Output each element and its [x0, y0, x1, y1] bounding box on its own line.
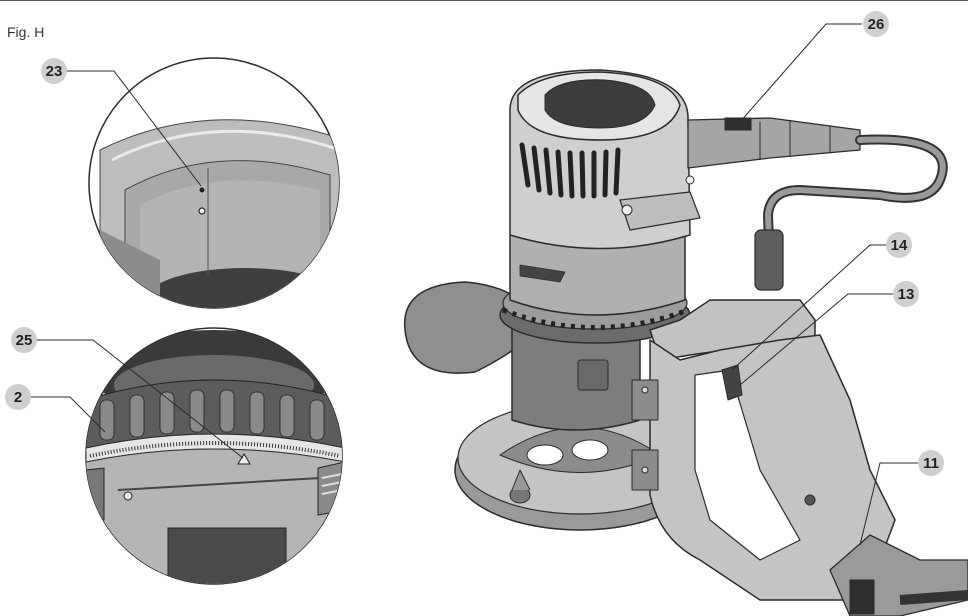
callout-26: 26: [863, 11, 889, 37]
leader-lines: [30, 23, 918, 546]
detail-circle-bottom: [85, 327, 343, 585]
detail-circle-top: [88, 57, 340, 309]
figure-title: Fig. H: [7, 24, 45, 40]
callout-11: 11: [918, 450, 944, 476]
callout-23: 23: [41, 58, 67, 84]
top-rule: [0, 0, 968, 1]
router-drawing: [403, 69, 968, 616]
callout-11-label: 11: [923, 455, 939, 472]
callout-23-label: 23: [46, 63, 63, 80]
callout-14-label: 14: [891, 237, 908, 254]
callout-25: 25: [11, 327, 37, 353]
callout-25-label: 25: [16, 332, 33, 349]
callout-13: 13: [893, 281, 919, 307]
callout-26-label: 26: [868, 16, 885, 33]
callout-2: 2: [5, 384, 31, 410]
callout-13-label: 13: [898, 286, 915, 303]
callout-14: 14: [886, 232, 912, 258]
callout-2-label: 2: [14, 389, 22, 406]
